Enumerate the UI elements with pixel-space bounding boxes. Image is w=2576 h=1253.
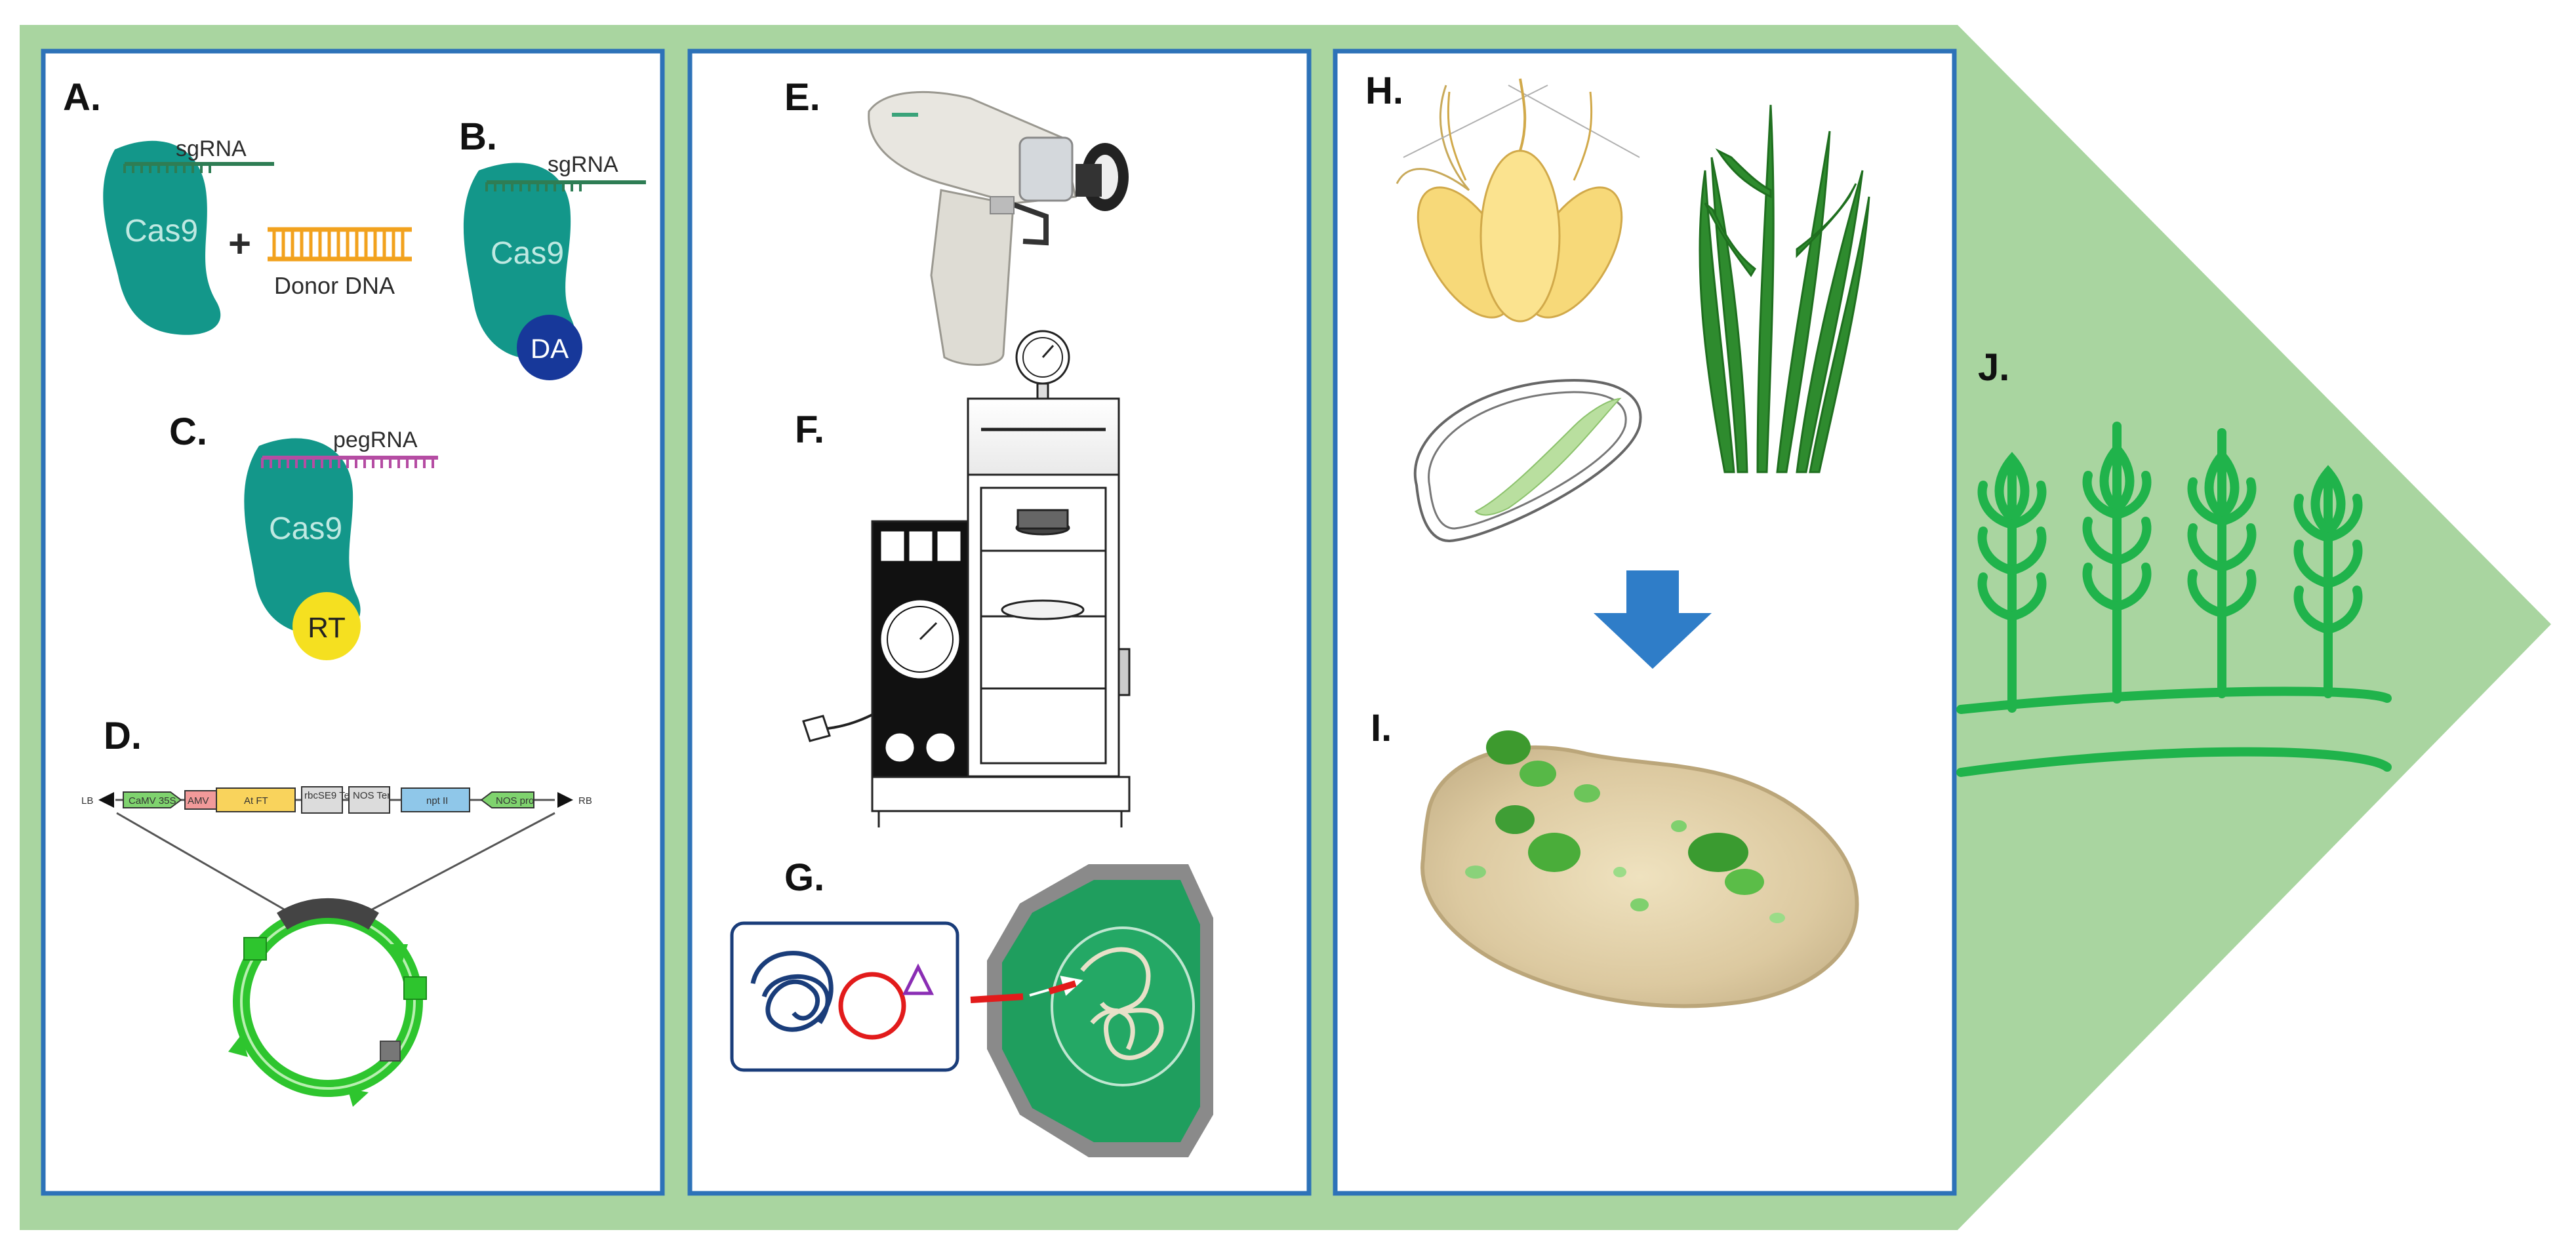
sgrna-strand: sgRNA [123, 136, 274, 173]
label-h: H. [1365, 70, 1403, 112]
seedlings-icon [1699, 104, 1870, 473]
wheat-stalk-3 [2187, 428, 2257, 698]
rb-label: RB [578, 795, 592, 806]
plasmid-icon [228, 898, 427, 1107]
explant-icon [1396, 78, 1870, 543]
sgrna-label-b: sgRNA [548, 152, 618, 177]
donor-dna-label: Donor DNA [274, 272, 395, 299]
element-amv: AMV [188, 795, 209, 806]
label-i: I. [1371, 707, 1392, 749]
label-d: D. [104, 715, 142, 757]
element-nos-pro: NOS pro [496, 795, 534, 806]
wheat-stalk-1 [1977, 452, 2047, 713]
label-e: E. [784, 76, 820, 119]
cas9-label: Cas9 [125, 214, 198, 249]
wheat-stalk-4 [2293, 465, 2363, 698]
element-rbcse9: rbcSE9 Ter [304, 790, 353, 801]
cas9-reverse-transcriptase: Cas9 pegRNA RT [244, 428, 438, 660]
element-nos-ter: NOS Ter [353, 790, 390, 801]
cas9-deaminase: Cas9 sgRNA DA [463, 152, 646, 380]
element-nptii: npt II [426, 795, 448, 806]
label-g: G. [784, 856, 824, 899]
embryo-icon [1414, 378, 1642, 543]
wheat-field-icon [1956, 422, 2392, 777]
sgrna-label: sgRNA [176, 136, 247, 161]
down-arrow-icon [1594, 570, 1712, 669]
biolistic-chamber-icon [802, 330, 1131, 827]
t-dna-construct: LB CaMV 35S AMV At FT rbcSE9 Ter NOS Ter… [81, 786, 592, 914]
cas9-protein: Cas9 [103, 140, 221, 335]
label-a: A. [63, 76, 101, 119]
deaminase-label: DA [531, 333, 569, 364]
rt-label: RT [308, 612, 346, 644]
gene-gun-icon [868, 90, 1129, 366]
wheat-stalk-2 [2082, 422, 2152, 704]
plant-cell-icon [730, 864, 1213, 1157]
label-b: B. [459, 115, 497, 158]
spikelet-icon [1396, 78, 1640, 323]
callus-icon [1420, 730, 1859, 1008]
label-f: F. [795, 408, 824, 451]
label-j: J. [1978, 346, 2009, 389]
lb-label: LB [81, 795, 93, 806]
label-c: C. [169, 410, 207, 453]
donor-dna: Donor DNA [268, 227, 412, 299]
cas9-label-b: Cas9 [491, 236, 564, 271]
element-camv35s: CaMV 35S [129, 795, 176, 806]
plus-sign: + [228, 222, 251, 266]
element-atft: At FT [244, 795, 268, 806]
cas9-label-c: Cas9 [269, 511, 342, 546]
pegrna-label: pegRNA [333, 428, 418, 452]
